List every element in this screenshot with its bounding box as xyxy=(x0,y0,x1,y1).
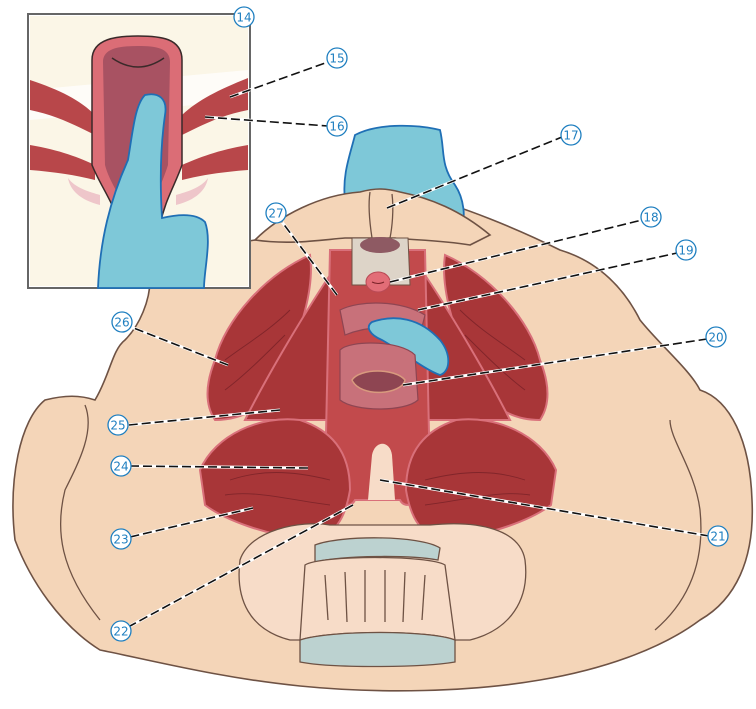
callout-14: 14 xyxy=(233,6,255,28)
callout-18: 18 xyxy=(640,206,662,228)
svg-text:15: 15 xyxy=(329,52,344,66)
inset-panel xyxy=(27,13,251,289)
svg-text:26: 26 xyxy=(114,316,129,330)
pelvic-muscles xyxy=(198,249,558,542)
callout-24: 24 xyxy=(110,455,132,477)
svg-text:19: 19 xyxy=(678,244,693,258)
svg-text:24: 24 xyxy=(113,460,128,474)
callout-23: 23 xyxy=(110,528,132,550)
svg-text:23: 23 xyxy=(113,533,128,547)
leader-lines xyxy=(128,60,710,628)
perineal-body xyxy=(368,443,395,500)
coccyx-bottom xyxy=(299,631,456,668)
inset-gloved-finger-icon xyxy=(97,93,209,289)
callout-21: 21 xyxy=(707,525,729,547)
svg-text:17: 17 xyxy=(563,129,578,143)
callout-15: 15 xyxy=(326,47,348,69)
svg-text:21: 21 xyxy=(710,530,725,544)
callout-19: 19 xyxy=(675,239,697,261)
svg-text:16: 16 xyxy=(329,120,344,134)
svg-text:18: 18 xyxy=(643,211,658,225)
callout-17: 17 xyxy=(560,124,582,146)
callout-25: 25 xyxy=(107,414,129,436)
callout-22: 22 xyxy=(110,620,132,642)
callout-20: 20 xyxy=(705,326,727,348)
svg-text:27: 27 xyxy=(268,207,283,221)
labia-fold xyxy=(253,188,492,246)
glove-finger-icon xyxy=(368,317,450,376)
svg-text:20: 20 xyxy=(708,331,723,345)
urethra xyxy=(365,271,391,293)
svg-text:22: 22 xyxy=(113,625,128,639)
callout-16: 16 xyxy=(326,115,348,137)
svg-text:25: 25 xyxy=(110,419,125,433)
callout-27: 27 xyxy=(265,202,287,224)
muscle-23-24 xyxy=(198,418,352,542)
svg-text:14: 14 xyxy=(236,11,251,25)
callout-26: 26 xyxy=(111,311,133,333)
